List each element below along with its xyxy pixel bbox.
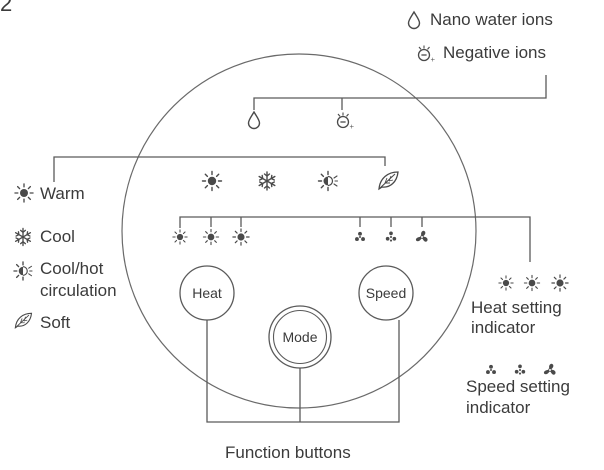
heat-indicator-3-icon — [551, 274, 569, 292]
water-drop-icon — [407, 11, 421, 30]
warm-mode-icon — [201, 170, 223, 192]
soft-label: Soft — [40, 313, 71, 332]
speed-level-3-icon — [415, 230, 428, 243]
mode-button-label: Mode — [282, 329, 317, 345]
circulation-label-line2: circulation — [40, 281, 117, 300]
speed-button-label: Speed — [366, 285, 406, 301]
heat-indicator-1-icon — [498, 275, 514, 291]
indicator-bracket — [179, 216, 531, 262]
negative-ion-icon — [336, 111, 355, 132]
cool-label: Cool — [40, 227, 75, 246]
warm-legend-icon — [14, 183, 34, 203]
circulation-mode-icon — [317, 170, 339, 192]
function-buttons-label: Function buttons — [225, 443, 351, 462]
heat-level-3-icon — [232, 228, 250, 246]
control-panel-outline — [121, 53, 477, 409]
speed-setting-indicator-line1: Speed setting — [466, 377, 570, 396]
function-buttons-bracket — [206, 320, 400, 423]
ion-indicator-bracket — [253, 75, 547, 110]
page-number: 2 — [0, 0, 13, 16]
water-drop-icon — [247, 111, 261, 130]
circulation-legend-icon — [13, 261, 33, 281]
speed-level-2-icon — [385, 231, 397, 242]
negative-ions-label: Negative ions — [443, 43, 547, 62]
heat-level-1-icon — [172, 229, 188, 245]
heat-setting-indicator-line1: Heat setting — [471, 298, 562, 317]
heat-level-2-icon — [202, 228, 220, 246]
speed-setting-indicator-line2: indicator — [466, 398, 531, 417]
mode-button-inner-ring — [272, 309, 328, 365]
circulation-label-line1: Cool/hot — [40, 259, 104, 278]
soft-legend-icon — [14, 312, 33, 329]
cool-mode-icon — [258, 171, 276, 191]
mode-bracket — [53, 156, 386, 182]
heat-indicator-2-icon — [523, 274, 541, 292]
speed-level-1-icon — [355, 231, 365, 241]
speed-indicator-2-icon — [514, 364, 526, 375]
heat-setting-indicator-line2: indicator — [471, 318, 536, 337]
soft-mode-icon — [378, 171, 399, 190]
warm-label: Warm — [40, 184, 85, 203]
speed-button[interactable] — [358, 265, 414, 321]
speed-indicator-1-icon — [486, 364, 496, 374]
heat-button-label: Heat — [192, 285, 222, 301]
nano-water-ions-label: Nano water ions — [430, 10, 553, 29]
negative-ion-icon — [417, 44, 436, 65]
speed-indicator-3-icon — [543, 363, 556, 376]
cool-legend-icon — [14, 227, 32, 247]
